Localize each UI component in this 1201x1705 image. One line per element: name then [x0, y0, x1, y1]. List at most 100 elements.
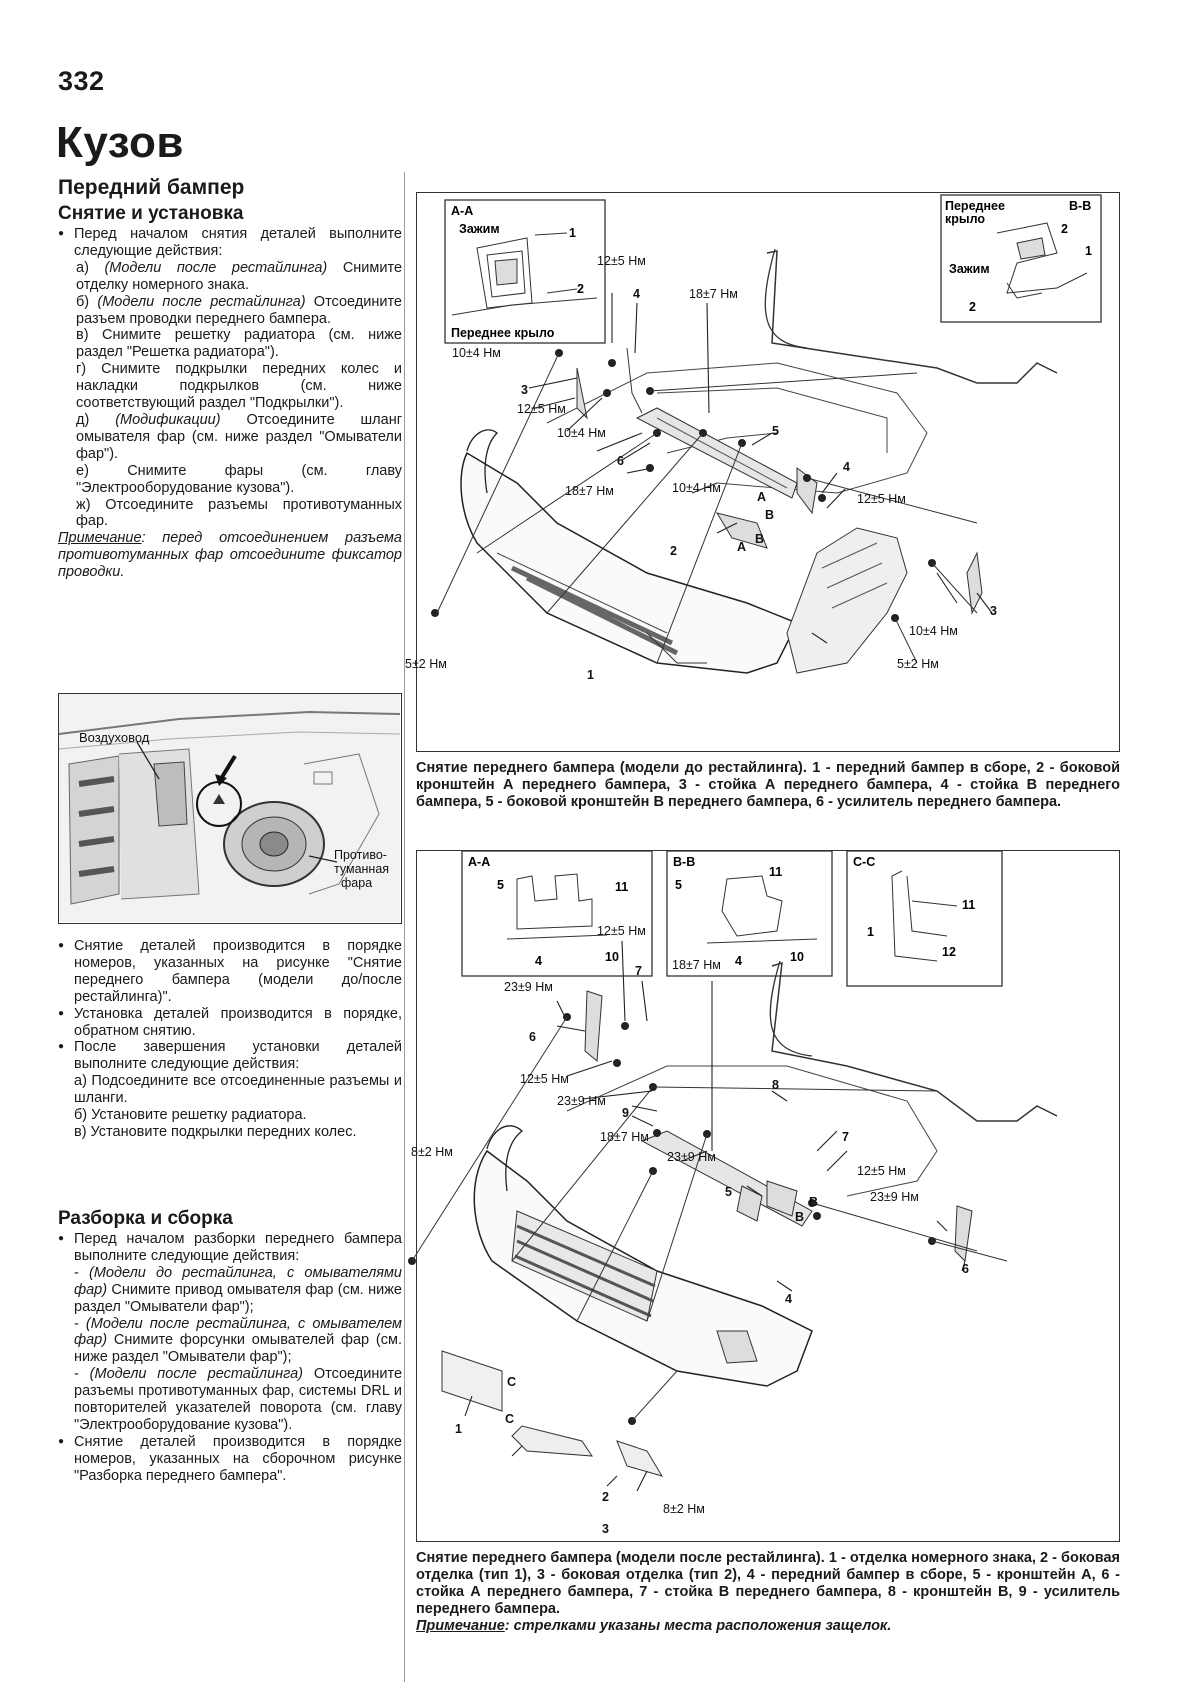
- page-number: 332: [58, 66, 105, 96]
- fig2-part-number: 2: [602, 1490, 609, 1504]
- inset-aa-title: A-A: [451, 204, 473, 218]
- removal-step: б) (Модели после рестайлинга) Отсоединит…: [76, 293, 402, 327]
- removal-step: ж) Отсоедините разъемы противотуманных ф…: [76, 496, 402, 530]
- fig2-inset-bb-n4: 4: [735, 954, 742, 968]
- fig2-torque-label: 18±7 Нм: [600, 1130, 649, 1144]
- inset-bb-clip: Зажим: [949, 262, 990, 276]
- inset-bb-n2b: 2: [969, 300, 976, 314]
- inset-aa-frame: [461, 850, 653, 977]
- section-front-bumper: Передний бампер Снятие и установка Перед…: [58, 176, 402, 581]
- removal-intro: Перед началом снятия деталей выполните с…: [58, 226, 402, 260]
- disassembly-item: - (Модели после рестайлинга, с омывателе…: [74, 1315, 402, 1366]
- disassembly-intro: Перед началом разборки переднего бампера…: [58, 1231, 402, 1265]
- fig1-section-marker: A: [737, 540, 746, 554]
- fig1-torque-label: 12±5 Нм: [597, 254, 646, 268]
- fig2-inset-aa-n5: 5: [497, 878, 504, 892]
- removal-step: г) Снимите подкрылки передних колес и на…: [76, 361, 402, 412]
- fig2-inset-cc-n11: 11: [962, 898, 975, 912]
- removal-step: а) (Модели после рестайлинга) Снимите от…: [76, 259, 403, 293]
- fig1-torque-label: 18±7 Нм: [689, 287, 738, 301]
- removal-note: Примечание: перед отсоединением разъема …: [58, 530, 402, 581]
- fig2-torque-label: 23±9 Нм: [870, 1190, 919, 1204]
- fig2-section-marker: B: [809, 1195, 818, 1209]
- fig2-torque-label: 8±2 Нм: [411, 1145, 453, 1159]
- fig2-part-number: 3: [602, 1522, 609, 1536]
- fig2-inset-bb-n5: 5: [675, 878, 682, 892]
- fig2-torque-label: 23±9 Нм: [557, 1094, 606, 1108]
- fig1-part-number: 4: [843, 460, 850, 474]
- photo-label-fog-2: туманная: [334, 862, 389, 876]
- fig2-section-marker: B: [795, 1210, 804, 1224]
- fog-lamp-photo-drawing: Воздуховод Противо- туманная фара: [58, 694, 401, 922]
- fig1-torque-label: 12±5 Нм: [857, 492, 906, 506]
- fig1-torque-label: 10±4 Нм: [452, 346, 501, 360]
- figure-post-restyling: A-A 5 11 4 10 B-B 5 11 4 10 C-C 11 1 12: [408, 850, 1120, 1542]
- fig1-torque-label: 10±4 Нм: [557, 426, 606, 440]
- disassembly-item: - (Модели до рестайлинга, с омывателями …: [74, 1264, 402, 1315]
- disassembly-final: Снятие деталей производится в порядке но…: [58, 1434, 402, 1485]
- fig1-torque-label: 10±4 Нм: [672, 481, 721, 495]
- fig2-part-number: 7: [842, 1130, 849, 1144]
- fig2-part-number: 6: [962, 1262, 969, 1276]
- figure-post-restyling-caption-text: Снятие переднего бампера (модели после р…: [416, 1550, 1120, 1617]
- fig2-inset-cc-title: C-C: [853, 855, 875, 869]
- figure-post-restyling-drawing: A-A 5 11 4 10 B-B 5 11 4 10 C-C 11 1 12: [408, 850, 1058, 1536]
- fig1-torque-label: 5±2 Нм: [897, 657, 939, 671]
- inset-aa-frame: [444, 199, 606, 344]
- fig1-torque-label: 18±7 Нм: [565, 484, 614, 498]
- inset-aa-n1: 1: [569, 226, 576, 240]
- fig2-part-number: 7: [635, 964, 642, 978]
- section-disassembly: Разборка и сборка Перед началом разборки…: [58, 1208, 402, 1485]
- fig2-inset-aa-title: A-A: [468, 855, 490, 869]
- removal-step: в) Снимите решетку радиатора (см. ниже р…: [76, 327, 402, 361]
- photo-label-duct: Воздуховод: [79, 730, 150, 745]
- install-step: б) Установите решетку радиатора.: [74, 1107, 307, 1124]
- fig2-section-marker: C: [505, 1412, 514, 1426]
- fig2-inset-cc-n1: 1: [867, 925, 874, 939]
- section-title: Передний бампер: [58, 176, 245, 199]
- fig2-torque-label: 8±2 Нм: [663, 1502, 705, 1516]
- fig1-part-number: 6: [617, 454, 624, 468]
- fig2-torque-label: 12±5 Нм: [857, 1164, 906, 1178]
- fig2-inset-aa-n10: 10: [605, 950, 619, 964]
- fig2-inset-aa-n4: 4: [535, 954, 542, 968]
- install-step: а) Подсоедините все отсоединенные разъем…: [74, 1073, 402, 1107]
- install-step: в) Установите подкрылки передних колес.: [74, 1123, 357, 1140]
- fig2-part-number: 4: [785, 1292, 792, 1306]
- figure-post-restyling-caption: Снятие переднего бампера (модели после р…: [416, 1550, 1120, 1635]
- figure-post-restyling-note: Примечание: стрелками указаны места расп…: [416, 1618, 892, 1634]
- chapter-title: Кузов: [56, 118, 184, 167]
- fig2-part-number: 8: [772, 1078, 779, 1092]
- fig2-torque-label: 12±5 Нм: [597, 924, 646, 938]
- disassembly-text: Перед началом разборки переднего бампера…: [58, 1231, 402, 1485]
- fig1-torque-label: 5±2 Нм: [405, 657, 447, 671]
- fog-lamp-photo: Воздуховод Противо- туманная фара: [58, 693, 402, 924]
- fig2-torque-label: 18±7 Нм: [672, 958, 721, 972]
- removal-step: е) Снимите фары (см. главу "Электрообору…: [76, 462, 402, 496]
- fig1-torque-label: 10±4 Нм: [909, 624, 958, 638]
- install-paragraph: Снятие деталей производится в порядке но…: [58, 938, 402, 1006]
- fig1-part-number: 3: [521, 383, 528, 397]
- fig2-inset-bb-n11: 11: [769, 865, 782, 879]
- inset-aa-n2: 2: [577, 282, 584, 296]
- photo-label-fog-1: Противо-: [334, 848, 387, 862]
- figure-pre-restyling: A-A Зажим 1 2 Переднее крыло Переднее кр…: [405, 192, 1120, 752]
- fig2-inset-cc-n12: 12: [942, 945, 956, 959]
- subsection-disassembly-title: Разборка и сборка: [58, 1208, 233, 1229]
- column-divider: [404, 172, 405, 1682]
- figure-pre-restyling-drawing: A-A Зажим 1 2 Переднее крыло Переднее кр…: [405, 194, 1102, 682]
- inset-aa-fender: Переднее крыло: [451, 326, 555, 340]
- fig2-torque-label: 23±9 Нм: [667, 1150, 716, 1164]
- fig2-part-number: 5: [725, 1185, 732, 1199]
- photo-label-fog-3: фара: [341, 876, 372, 890]
- fig2-torque-label: 12±5 Нм: [520, 1072, 569, 1086]
- fig1-part-number: 5: [772, 424, 779, 438]
- install-text: Снятие деталей производится в порядке но…: [58, 938, 402, 1141]
- inset-bb-frame: [666, 850, 833, 977]
- fig2-section-marker: C: [507, 1375, 516, 1389]
- fig1-part-number: 4: [633, 287, 640, 301]
- fig1-part-number: 3: [990, 604, 997, 618]
- removal-text: Перед началом снятия деталей выполните с…: [58, 226, 402, 581]
- inset-bb-fender-1: Переднее: [945, 199, 1005, 213]
- fig1-part-number: 1: [587, 668, 594, 682]
